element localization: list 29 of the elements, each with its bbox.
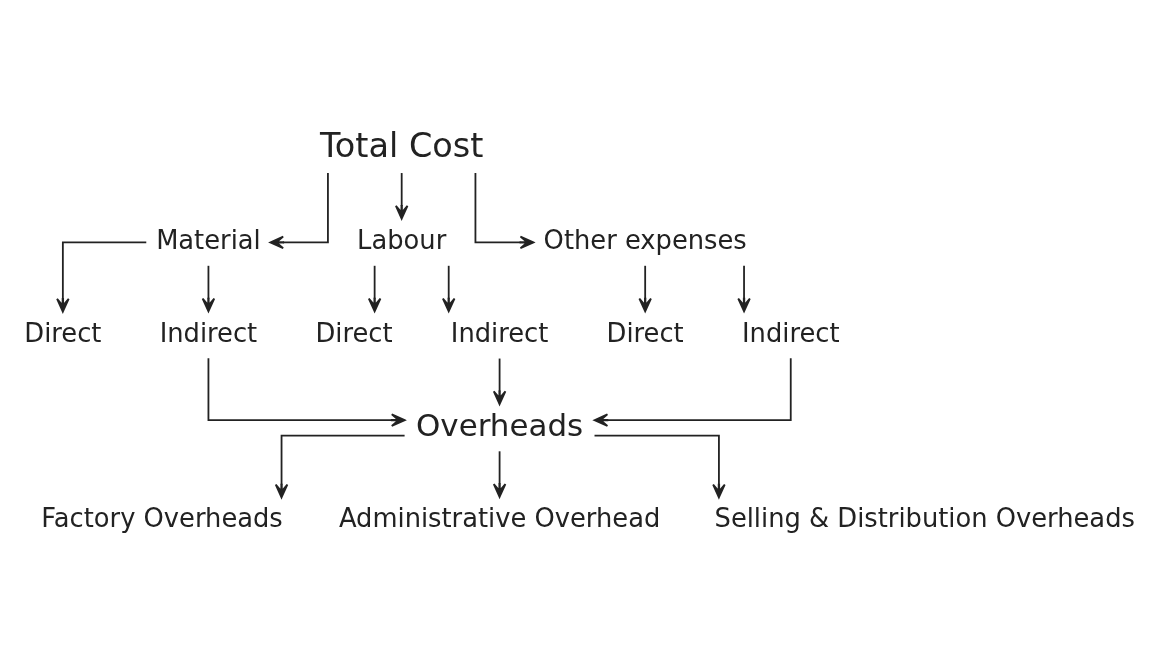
node-text: Administrative Overhead (338, 503, 661, 534)
arrow (638, 264, 652, 313)
arrow (737, 264, 751, 313)
node-text: Factory Overheads (41, 503, 283, 534)
node-text: Material (156, 224, 261, 255)
arrow (207, 357, 406, 427)
node-text: Total Cost (320, 126, 484, 166)
arrow (593, 434, 726, 499)
arrow (492, 450, 507, 498)
arrow (367, 264, 382, 313)
node-text: Indirect (741, 317, 840, 348)
node-text: Indirect (159, 317, 258, 348)
arrow (593, 357, 792, 427)
node-text: Overheads (416, 406, 584, 443)
arrow (201, 264, 216, 313)
arrow (442, 264, 456, 313)
arrow (274, 434, 406, 499)
node-text: Direct (315, 317, 393, 348)
arrow (492, 357, 507, 406)
node-text: Direct (24, 317, 102, 348)
node-text: Selling & Distribution Overheads (714, 503, 1135, 534)
arrow (269, 172, 329, 250)
arrow (474, 172, 535, 250)
arrow (56, 241, 148, 313)
node-text: Labour (357, 224, 447, 255)
node-text: Direct (606, 317, 684, 348)
arrow (395, 172, 409, 220)
node-text: Other expenses (543, 224, 747, 255)
node-text: Indirect (450, 317, 549, 348)
